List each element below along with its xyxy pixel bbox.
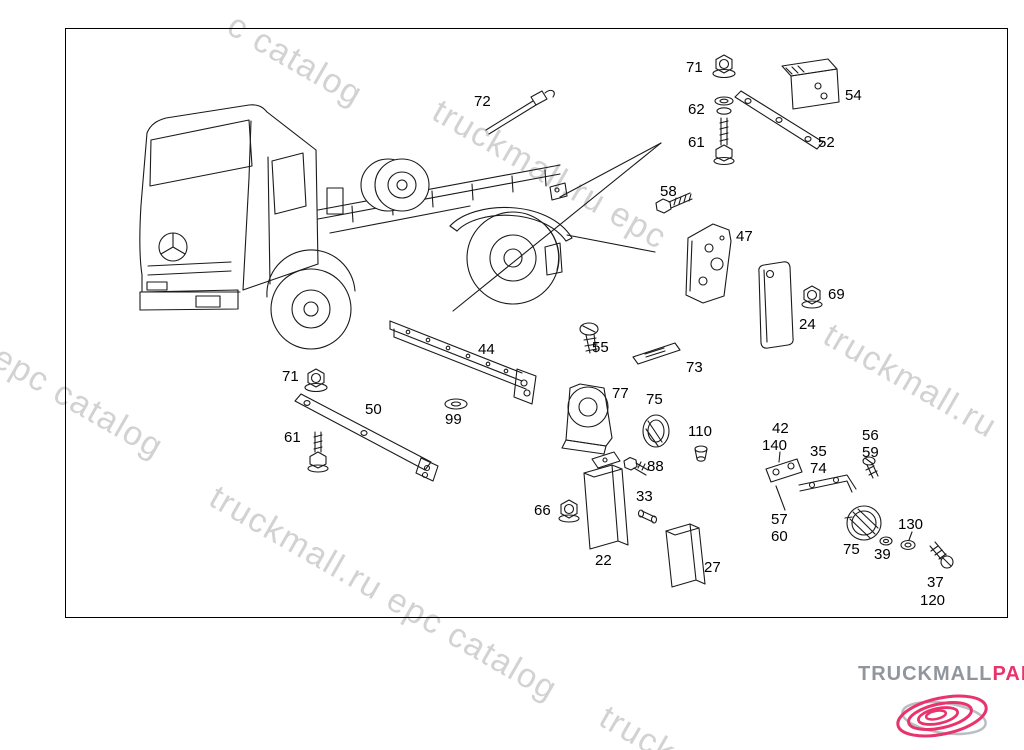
part-number-label: 52 [818,134,835,151]
part-number-label: 44 [478,341,495,358]
part-number-label: 56 [862,427,879,444]
brand-logo-truckmall: TRUCKMALL [858,663,993,685]
part-number-label: 66 [534,502,551,519]
part-33-pin [637,509,658,524]
part-99-washer [444,398,468,410]
part-number-label: 75 [843,541,860,558]
part-number-label: 130 [898,516,924,533]
diagram-frame-border [65,28,1008,618]
part-71-nut-top [712,54,736,79]
part-number-label: 62 [688,101,705,118]
part-130-washer [900,539,916,551]
part-number-label: 59 [862,444,879,461]
part-61-bolt-top [713,117,735,166]
part-71-nut-left [304,368,328,393]
part-42-140-plate [765,458,803,483]
part-number-label: 61 [284,429,301,446]
part-number-label: 71 [686,59,703,76]
part-number-label: 71 [282,368,299,385]
brand-logo: TRUCKMALLPARTS [858,663,1024,686]
part-52-bar [734,90,824,150]
part-number-label: 74 [810,460,827,477]
part-number-label: 120 [920,592,946,609]
part-69-nut [801,285,823,309]
part-number-label: 60 [771,528,788,545]
brand-logo-swirl-icon [896,694,988,738]
part-73-strip [632,342,681,365]
part-22-block [583,451,629,550]
part-number-label: 110 [688,423,712,440]
part-number-label: 73 [686,359,703,376]
part-number-label: 39 [874,546,891,563]
part-50-bar [294,393,439,482]
leader-lines [452,142,913,541]
part-number-label: 33 [636,488,653,505]
part-number-label: 58 [660,183,677,200]
part-number-label: 37 [927,574,944,591]
part-number-label: 47 [736,228,753,245]
part-44-channel [389,320,537,405]
part-number-label: 72 [474,93,491,110]
part-number-label: 42 [772,420,789,437]
part-75-disc-upper [642,414,670,448]
part-56-59-screw [862,456,879,479]
part-37-120-screw [929,541,954,569]
part-number-label: 22 [595,552,612,569]
brand-logo-parts: PARTS [992,663,1024,685]
part-number-label: 54 [845,87,862,104]
part-27-block [665,523,706,588]
part-66-nut [558,499,580,523]
part-39-washer [879,536,893,546]
part-88-bolt [623,456,649,476]
part-72-cable-tie [485,89,555,135]
part-number-label: 35 [810,443,827,460]
part-number-label: 140 [762,437,788,454]
part-110-rivet [694,445,708,462]
part-24-pad [758,261,794,349]
part-number-label: 61 [688,134,705,151]
part-35-74-angle-bracket [798,474,857,493]
part-number-label: 99 [445,411,462,428]
part-number-label: 57 [771,511,788,528]
part-number-label: 75 [646,391,663,408]
part-number-label: 69 [828,286,845,303]
part-77-bracket [561,383,613,455]
part-number-label: 55 [592,339,609,356]
part-number-label: 27 [704,559,721,576]
part-number-label: 50 [365,401,382,418]
part-58-bolt [655,192,693,214]
part-75-disc-lower [844,505,882,541]
part-number-label: 77 [612,385,629,402]
part-number-label: 88 [647,458,664,475]
part-54-bracket [781,58,840,110]
part-number-label: 24 [799,316,816,333]
part-62-washers [714,96,734,115]
part-61-bolt-left [307,431,329,473]
part-47-bracket [685,223,732,304]
part-55-screw [579,322,599,354]
